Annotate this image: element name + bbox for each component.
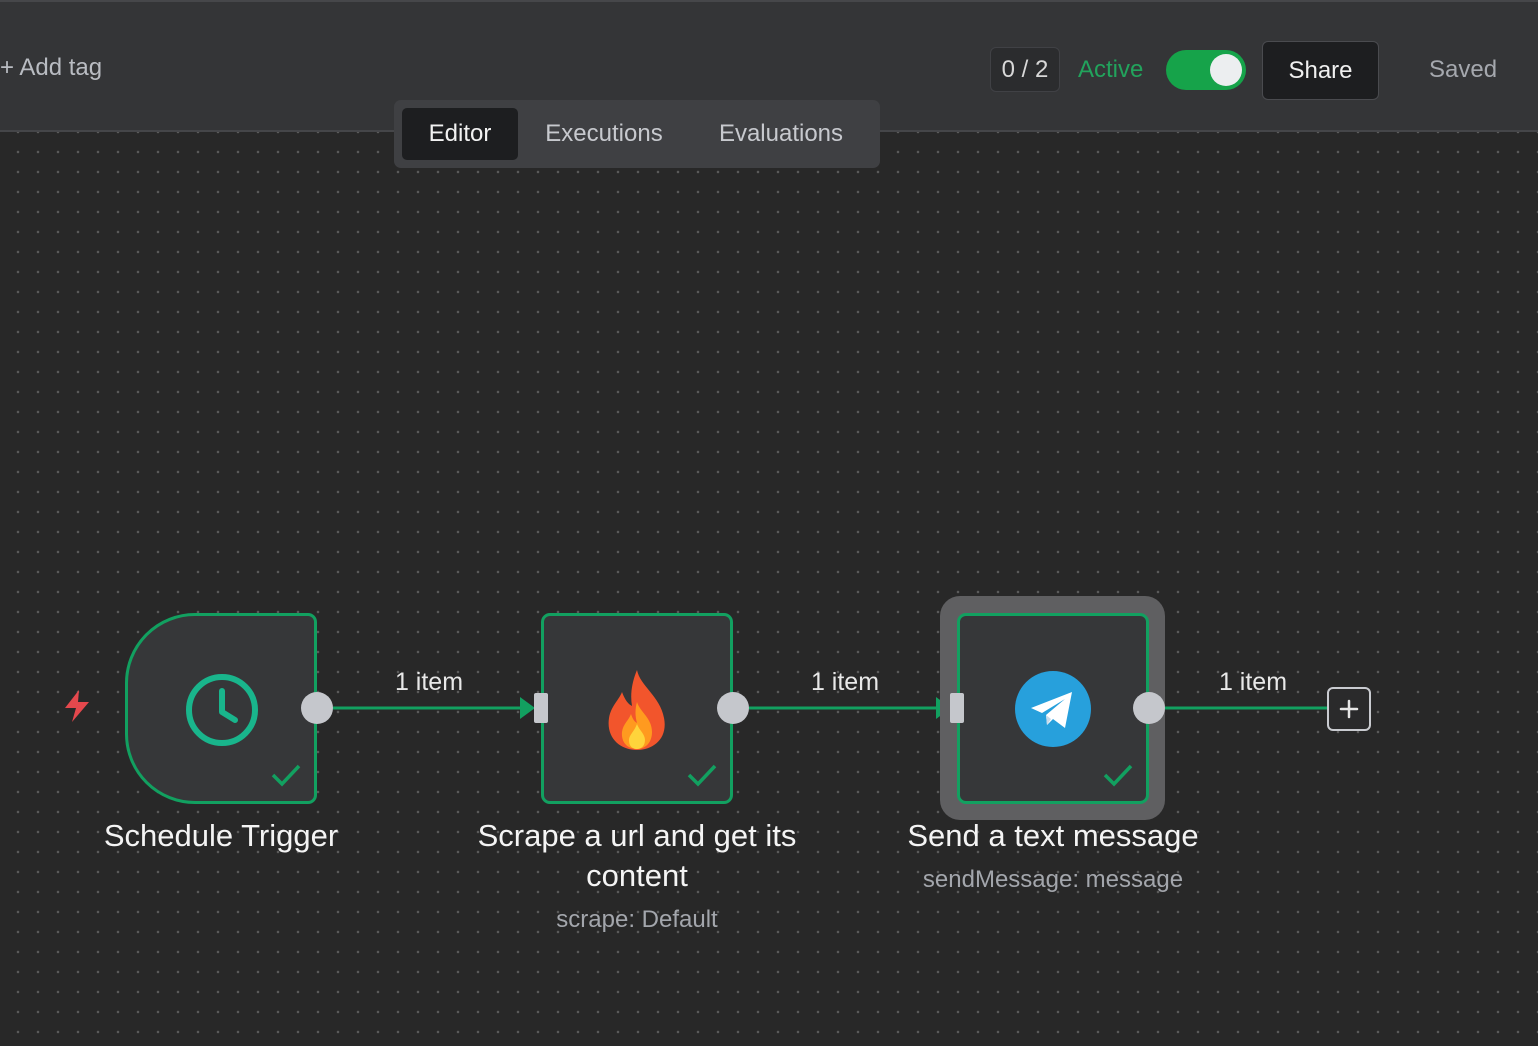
arrowhead-1 bbox=[520, 697, 535, 719]
plus-icon bbox=[1339, 699, 1359, 719]
node-subtitle: sendMessage: message bbox=[922, 866, 1184, 893]
node-title: Send a text message bbox=[907, 818, 1199, 853]
share-button[interactable]: Share bbox=[1262, 41, 1379, 100]
scrape-url-node[interactable] bbox=[541, 613, 733, 804]
node-title: Schedule Trigger bbox=[103, 818, 339, 853]
connection-item-count: 1 item bbox=[394, 668, 464, 696]
active-toggle[interactable] bbox=[1166, 50, 1246, 90]
success-check-icon bbox=[271, 764, 301, 787]
add-tag-button[interactable]: + Add tag bbox=[0, 54, 103, 81]
execution-counter: 0 / 2 bbox=[990, 47, 1060, 92]
node-title: Scrape a url and get its content bbox=[437, 816, 837, 896]
output-port[interactable] bbox=[301, 692, 333, 724]
tab-evaluations[interactable]: Evaluations bbox=[718, 120, 844, 147]
clock-icon bbox=[186, 674, 258, 746]
firecrawl-flame-icon bbox=[608, 670, 665, 750]
output-port[interactable] bbox=[717, 692, 749, 724]
success-check-icon bbox=[687, 764, 717, 787]
output-port[interactable] bbox=[1133, 692, 1165, 724]
view-tabs: Editor Executions Evaluations bbox=[394, 100, 880, 168]
connection-item-count: 1 item bbox=[1218, 668, 1288, 696]
send-text-message-node[interactable] bbox=[957, 613, 1149, 804]
success-check-icon bbox=[1103, 764, 1133, 787]
node-title-line: Scrape a url and get its bbox=[477, 818, 797, 853]
schedule-trigger-node[interactable] bbox=[125, 613, 317, 804]
add-node-button[interactable] bbox=[1327, 687, 1371, 731]
workflow-canvas[interactable] bbox=[0, 132, 1538, 1046]
node-title-line: content bbox=[586, 858, 688, 893]
connection-item-count: 1 item bbox=[810, 668, 880, 696]
node-subtitle: scrape: Default bbox=[556, 906, 718, 933]
saved-status: Saved bbox=[1429, 56, 1498, 83]
toggle-knob bbox=[1210, 54, 1242, 86]
telegram-icon bbox=[1015, 671, 1091, 747]
tab-executions[interactable]: Executions bbox=[545, 120, 663, 147]
input-port[interactable] bbox=[534, 693, 548, 723]
trigger-lightning-icon bbox=[65, 690, 89, 722]
tab-editor[interactable]: Editor bbox=[402, 108, 518, 160]
active-label: Active bbox=[1078, 56, 1144, 83]
input-port[interactable] bbox=[950, 693, 964, 723]
